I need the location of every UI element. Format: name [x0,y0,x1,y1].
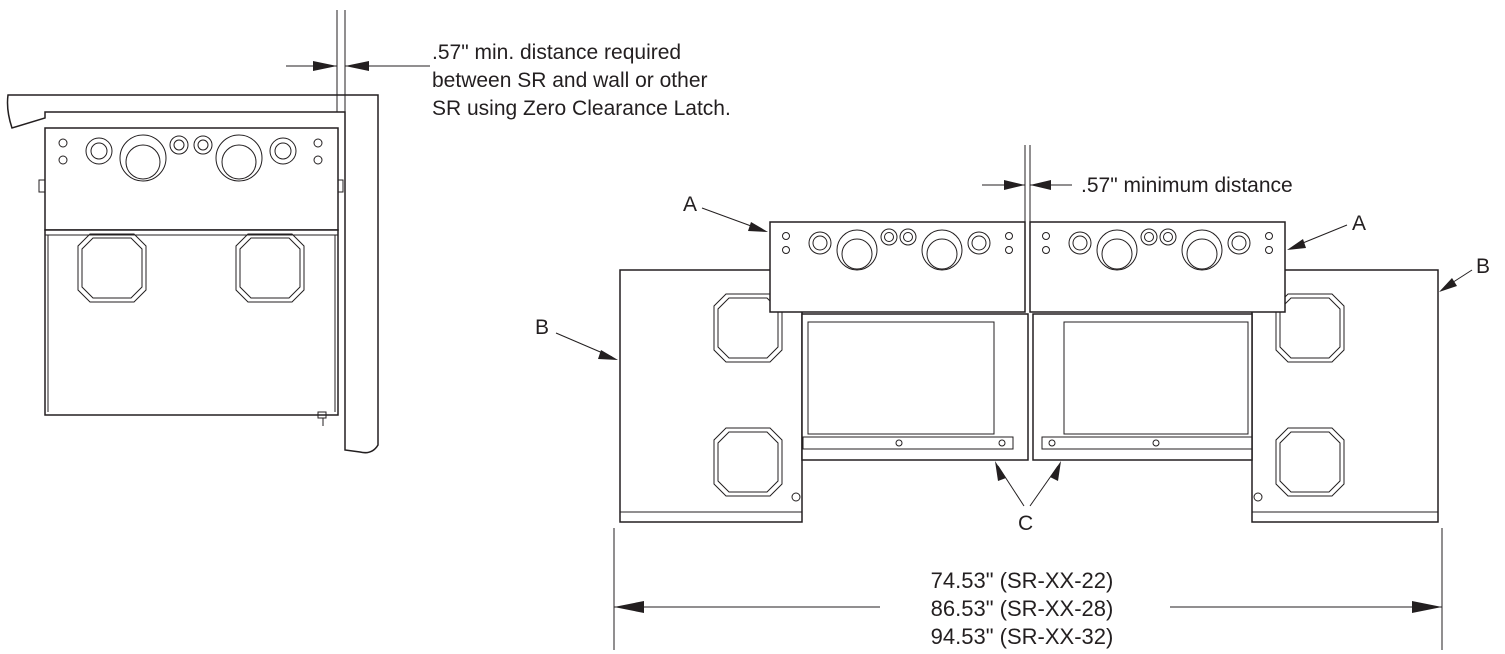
dimension-line-3: 94.53" (SR-XX-32) [931,624,1114,649]
callout-c: C [1018,512,1033,535]
left-note-line-1: .57" min. distance required [432,41,681,64]
wall-outline [6,94,379,454]
right-note: .57" minimum distance [1081,174,1293,197]
right-gap-dimension [982,180,1072,190]
right-cabinet-front [1032,313,1253,461]
left-note-line-2: between SR and wall or other [432,69,708,92]
left-cabinet-body [44,229,339,416]
callout-b-right: B [1476,255,1490,278]
dimension-line-2: 86.53" (SR-XX-28) [931,596,1114,621]
left-unit-wall-view [6,10,379,454]
callout-b-left: B [535,316,549,339]
callout-a-right: A [1352,212,1366,235]
right-assembly [619,145,1439,523]
dimension-line-1: 74.53" (SR-XX-22) [931,568,1114,593]
callout-a-left: A [683,193,697,216]
left-gap-dimension [286,61,430,71]
left-cabinet-front [801,313,1029,461]
left-note-line-3: SR using Zero Clearance Latch. [432,97,731,120]
overall-width-dimension [613,528,1443,650]
